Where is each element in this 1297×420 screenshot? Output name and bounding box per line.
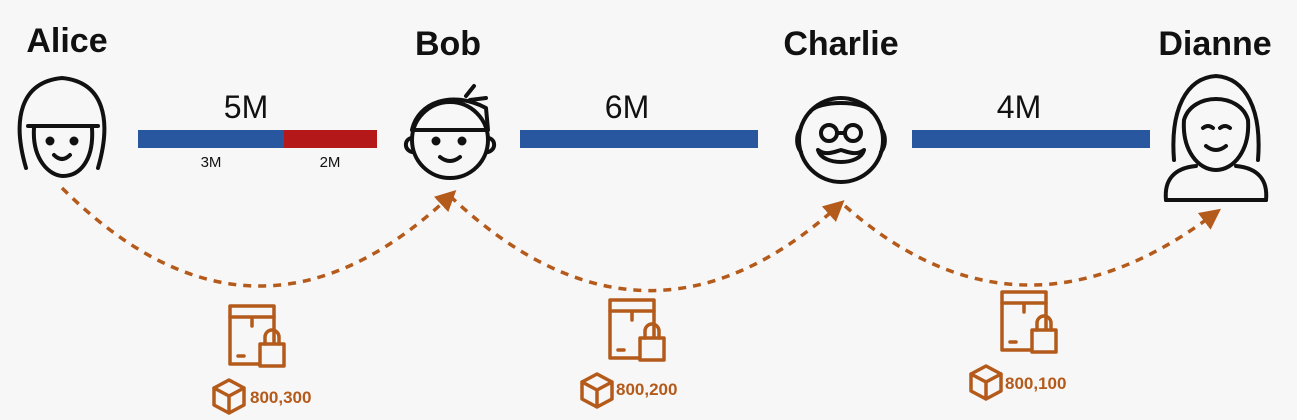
channel-alice-bob-local-balance [138, 130, 284, 148]
locked-envelope-icon [228, 304, 286, 368]
locked-envelope-icon [1000, 290, 1058, 354]
block-cube-icon [580, 372, 614, 409]
channel-alice-bob-remote-balance [284, 130, 377, 148]
htlc-block-height: 800,300 [250, 388, 311, 407]
old-man-with-glasses-avatar-icon [795, 96, 887, 184]
channel-charlie-dianne [912, 130, 1150, 148]
channel-split-amount: 3M [201, 154, 222, 171]
boy-avatar-icon [403, 84, 497, 180]
htlc-block-height: 800,200 [616, 380, 677, 399]
node-name-charlie: Charlie [783, 25, 898, 63]
channel-bob-charlie [520, 130, 758, 148]
node-name-bob: Bob [415, 25, 481, 63]
woman-in-hijab-avatar-icon [1163, 74, 1269, 202]
woman-with-bangs-avatar-icon [17, 76, 107, 178]
node-name-dianne: Dianne [1158, 25, 1271, 63]
node-name-alice: Alice [26, 22, 107, 60]
channel-amount: 6M [605, 89, 649, 125]
htlc-block-height: 800,100 [1005, 374, 1066, 393]
htlc-arrow-bob-charlie [448, 194, 845, 293]
block-cube-icon [969, 364, 1003, 401]
channel-amount: 5M [224, 89, 268, 125]
channel-amount: 4M [997, 89, 1041, 125]
locked-envelope-icon [608, 298, 666, 362]
channel-split-amount: 2M [320, 154, 341, 171]
block-cube-icon [212, 378, 246, 415]
htlc-arrow-alice-bob [60, 186, 457, 288]
htlc-arrow-charlie-dianne [843, 204, 1221, 287]
